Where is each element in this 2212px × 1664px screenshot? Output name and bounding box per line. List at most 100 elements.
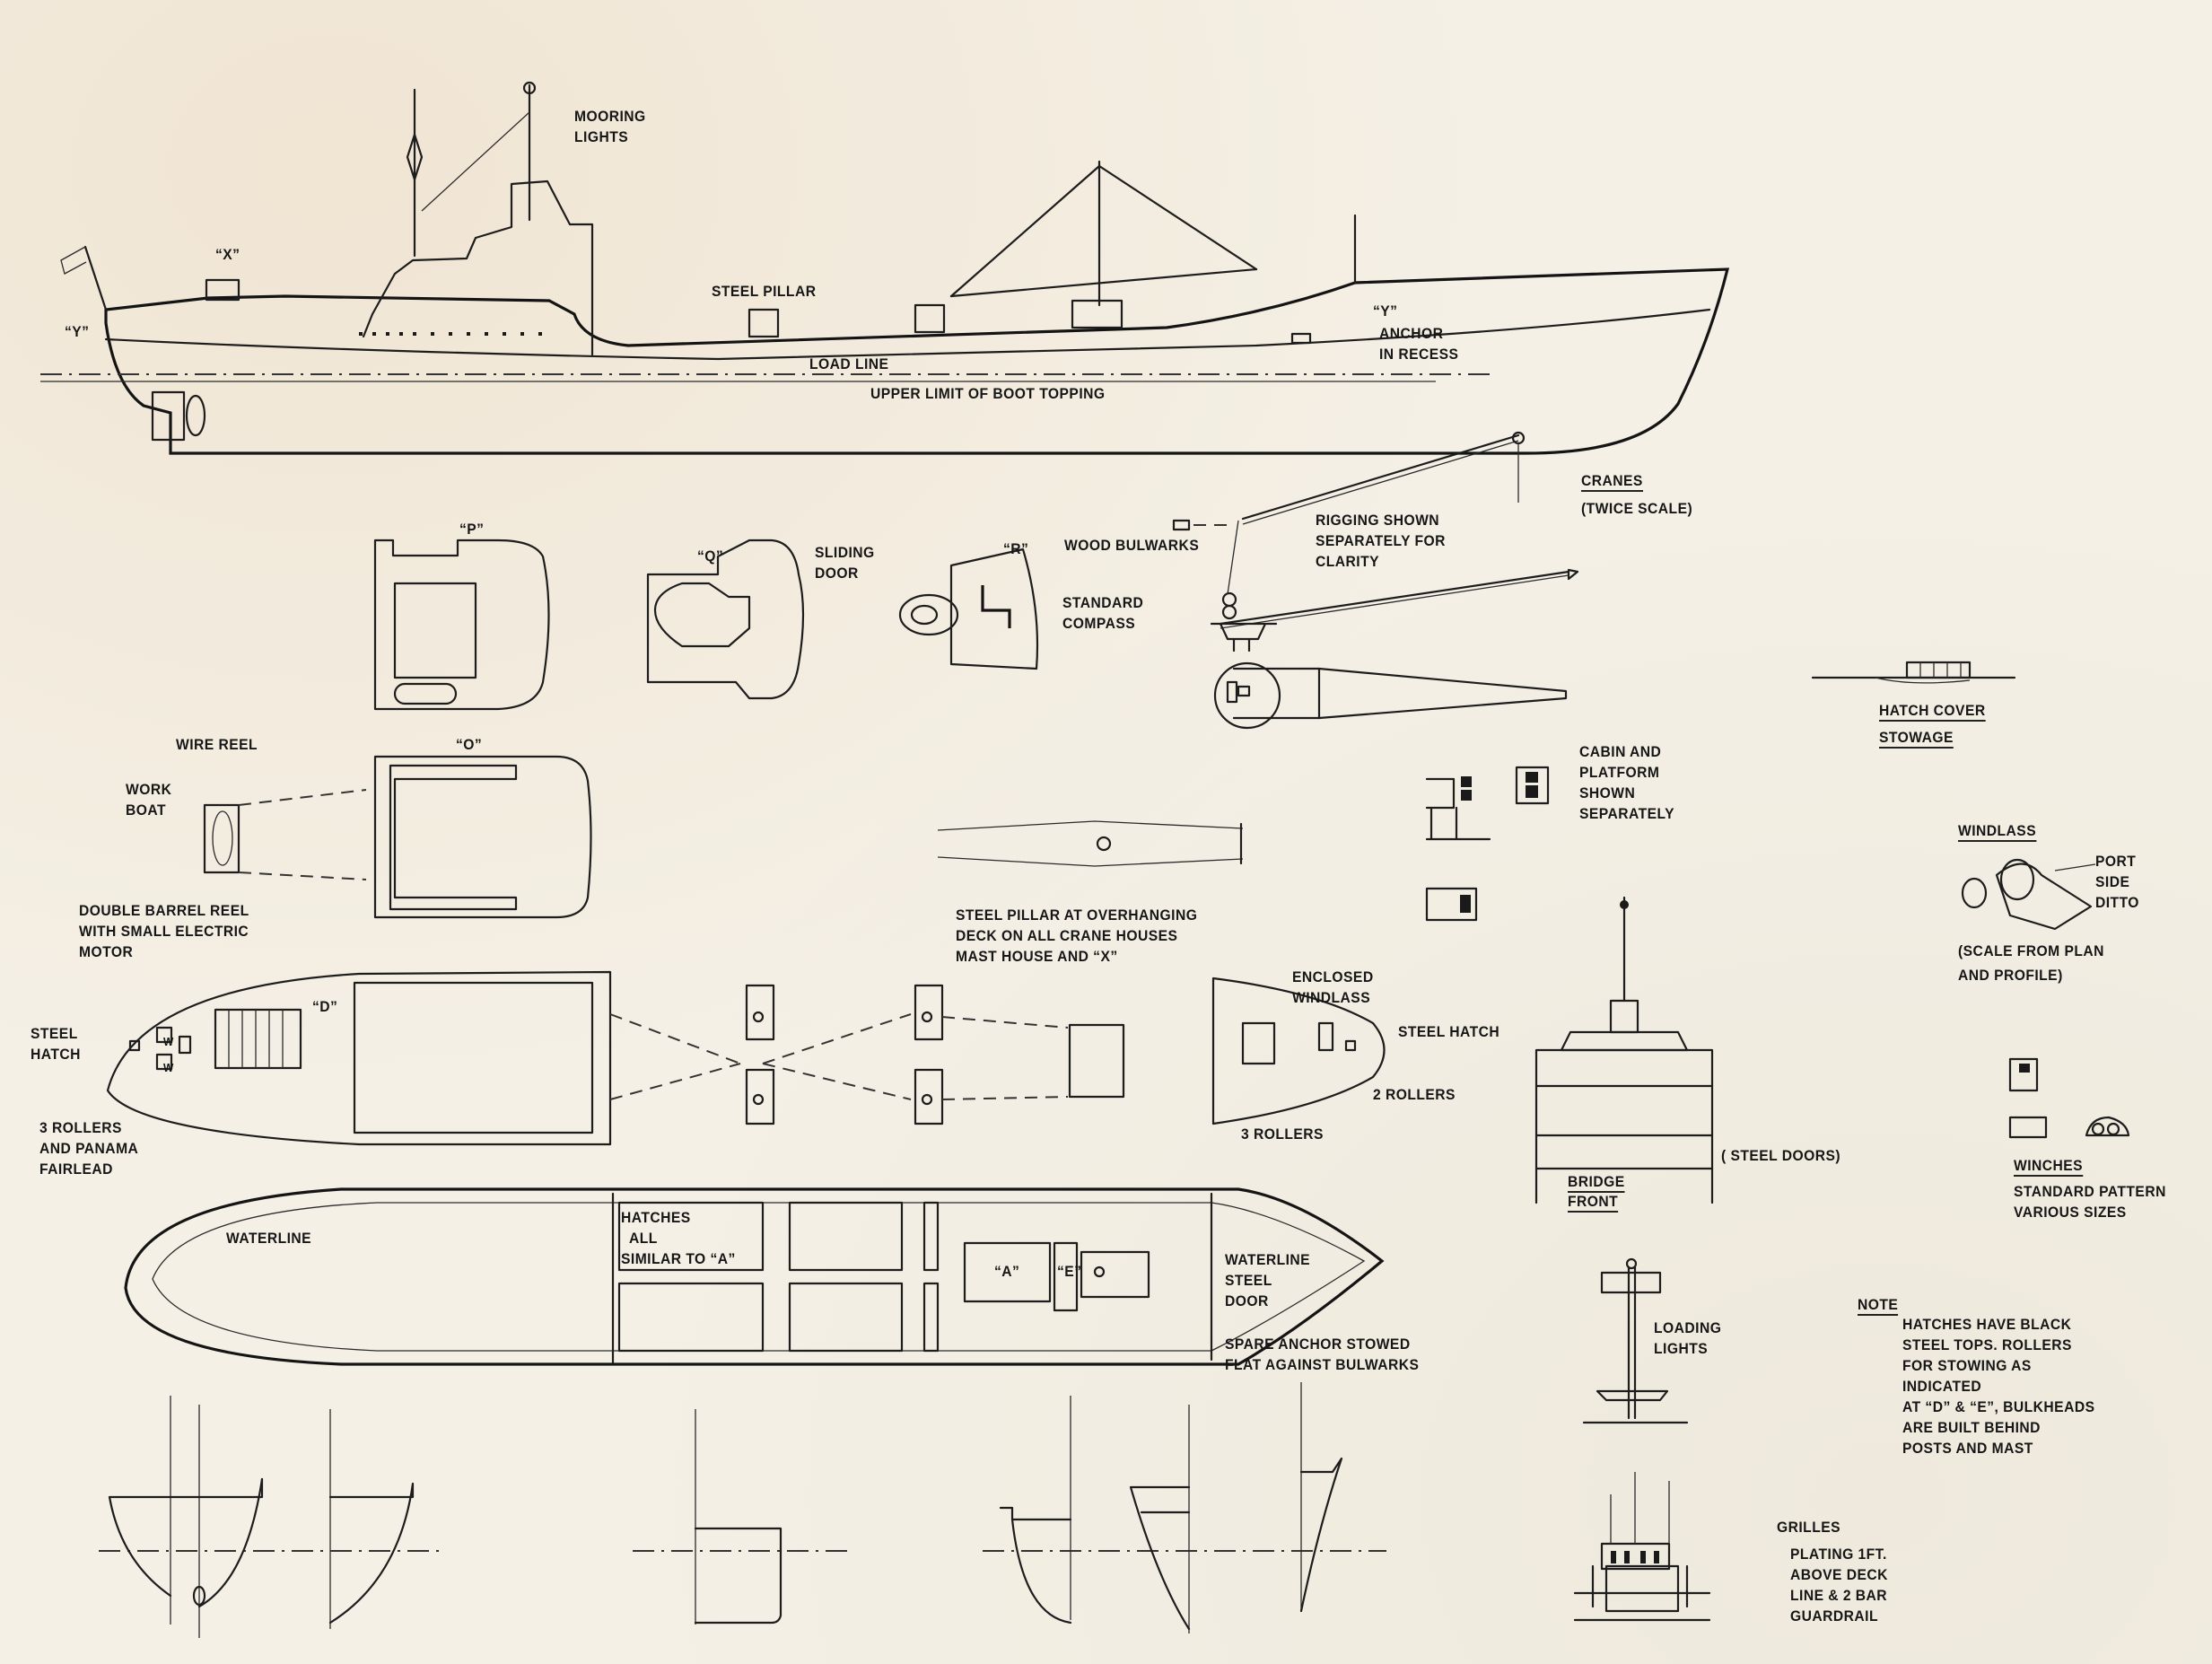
label-steel-doors: ( STEEL DOORS) <box>1721 1147 1841 1164</box>
crane-cab-small <box>1172 519 1191 531</box>
label-hatch-a: “A” <box>994 1263 1020 1280</box>
label-y-stern: “Y” <box>65 323 90 340</box>
label-enclosed-windlass: ENCLOSED WINDLASS <box>1292 968 1374 1006</box>
crane-house-connectors <box>609 984 1125 1125</box>
label-cranes-title: CRANES <box>1581 470 1643 492</box>
label-steel-hatch-fwd: STEEL HATCH <box>1398 1023 1500 1040</box>
windlass-title: WINDLASS <box>1958 822 2037 842</box>
label-double-barrel-reel: DOUBLE BARREL REEL WITH SMALL ELECTRIC M… <box>79 902 249 960</box>
label-sliding-door: SLIDING DOOR <box>815 544 875 582</box>
bridge-front-title-1: BRIDGE <box>1568 1173 1625 1193</box>
label-waterline-steel-door: WATERLINE STEEL DOOR <box>1225 1251 1311 1309</box>
funnel-detail <box>1573 1472 1711 1622</box>
anchor-recess <box>1290 332 1312 345</box>
label-loading-lights: LOADING LIGHTS <box>1654 1319 1722 1357</box>
label-steel-pillar: STEEL PILLAR <box>712 283 817 300</box>
hatch-cover-title-2: STOWAGE <box>1879 729 1954 749</box>
crane-pedestal <box>1210 622 1278 652</box>
label-windlass-scale: (SCALE FROM PLAN AND PROFILE) <box>1958 942 2104 984</box>
deckhouse-plan-q <box>646 539 805 700</box>
label-anchor-in-recess: ANCHOR IN RECESS <box>1379 325 1459 363</box>
crane-slew-ring <box>1213 661 1281 730</box>
deck-plan-o <box>203 755 592 919</box>
label-y-bow: “Y” <box>1373 302 1398 320</box>
label-deck-o: “O” <box>456 736 483 753</box>
mast-house <box>1071 299 1123 329</box>
waterline-outline <box>152 1202 1366 1352</box>
main-deck-outline <box>124 1187 1385 1366</box>
label-wire-reel: WIRE REEL <box>176 736 258 753</box>
label-mooring-lights: MOORING LIGHTS <box>574 108 646 145</box>
note-title: NOTE <box>1858 1296 1899 1316</box>
bridge-superstructure <box>362 180 594 356</box>
label-stowage: STOWAGE <box>1879 727 1954 749</box>
flagstaff <box>83 245 108 311</box>
label-deckhouse-q: “Q” <box>697 547 724 565</box>
crane-house-2 <box>914 303 946 334</box>
hatch-cover-stowage <box>1811 661 2016 684</box>
deckhouse-plan-p <box>373 539 550 711</box>
flag <box>60 246 87 275</box>
label-deck-d: “D” <box>312 998 338 1015</box>
label-boot-topping: UPPER LIMIT OF BOOT TOPPING <box>870 385 1106 402</box>
rudder <box>151 390 186 442</box>
forecastle-plan <box>1211 977 1386 1125</box>
label-bridge: BRIDGE <box>1568 1171 1625 1193</box>
winch-drawings <box>2008 1057 2130 1139</box>
sheer-line <box>104 308 1711 361</box>
label-cabin-note: CABIN AND PLATFORM SHOWN SEPARATELY <box>1579 743 1675 822</box>
crane-detail <box>1172 431 1579 730</box>
label-deckhouse-r: “R” <box>1003 540 1029 557</box>
label-grilles: GRILLES <box>1777 1519 1840 1536</box>
label-rollers-fairlead: 3 ROLLERS AND PANAMA FAIRLEAD <box>39 1119 139 1178</box>
windlass-sketch <box>1961 858 2096 931</box>
signal-mast <box>1582 1257 1689 1424</box>
hatch-cover-title-1: HATCH COVER <box>1879 702 1986 722</box>
winch-mark-2: W <box>163 1061 174 1074</box>
label-wood-bulwarks: WOOD BULWARKS <box>1064 537 1200 554</box>
crane-house-1 <box>748 308 780 338</box>
propeller <box>185 394 206 437</box>
derrick-stay-1 <box>949 164 1101 298</box>
label-deckhouse-p: “P” <box>459 521 485 538</box>
boom-plan <box>937 820 1244 867</box>
cranes-title-text: CRANES <box>1581 472 1643 492</box>
label-steel-hatch-aft: STEEL HATCH <box>31 1025 81 1063</box>
cabin-platform-views <box>1425 766 1550 922</box>
winch-mark-1: W <box>163 1035 174 1048</box>
derrick-boom <box>949 267 1258 298</box>
section-lines <box>99 1382 1386 1638</box>
label-hatches-note: HATCHES ALL SIMILAR TO “A” <box>621 1209 736 1267</box>
deckhouse-plan-r <box>898 547 1039 670</box>
label-load-line: LOAD LINE <box>809 355 889 372</box>
label-x-mark: “X” <box>215 246 240 263</box>
label-plating: PLATING 1FT. ABOVE DECK LINE & 2 BAR GUA… <box>1790 1546 1888 1625</box>
label-windlass: WINDLASS <box>1958 820 2037 842</box>
crane-jib-plan <box>1232 667 1568 720</box>
bridge-front-title-2: FRONT <box>1568 1193 1619 1213</box>
label-spare-anchor: SPARE ANCHOR STOWED FLAT AGAINST BULWARK… <box>1225 1336 1420 1373</box>
label-work-boat: WORK BOAT <box>126 781 172 819</box>
label-three-rollers: 3 ROLLERS <box>1241 1125 1324 1143</box>
winches-title: WINCHES <box>2014 1157 2084 1177</box>
label-hatch-cover: HATCH COVER <box>1879 700 1986 722</box>
label-note-body: HATCHES HAVE BLACK STEEL TOPS. ROLLERS F… <box>1902 1316 2095 1457</box>
side-profile <box>40 81 1730 455</box>
label-winches: WINCHES <box>2014 1155 2084 1177</box>
stay-wire <box>421 111 530 212</box>
label-two-rollers: 2 ROLLERS <box>1373 1086 1456 1103</box>
label-hatch-e: “E” <box>1057 1263 1082 1280</box>
label-port-side: PORT SIDE DITTO <box>2095 853 2139 911</box>
mast-top-light <box>522 81 537 95</box>
label-standard-compass: STANDARD COMPASS <box>1062 594 1144 632</box>
label-steel-pillar-note: STEEL PILLAR AT OVERHANGING DECK ON ALL … <box>956 906 1198 965</box>
aft-deckhouse-x <box>205 278 240 302</box>
hull-profile <box>104 267 1730 455</box>
portholes <box>359 332 542 336</box>
label-waterline-aft: WATERLINE <box>226 1230 312 1247</box>
label-note: NOTE <box>1858 1294 1899 1316</box>
deck-plan-d <box>106 970 612 1146</box>
crane-jib-upper <box>1241 434 1520 521</box>
